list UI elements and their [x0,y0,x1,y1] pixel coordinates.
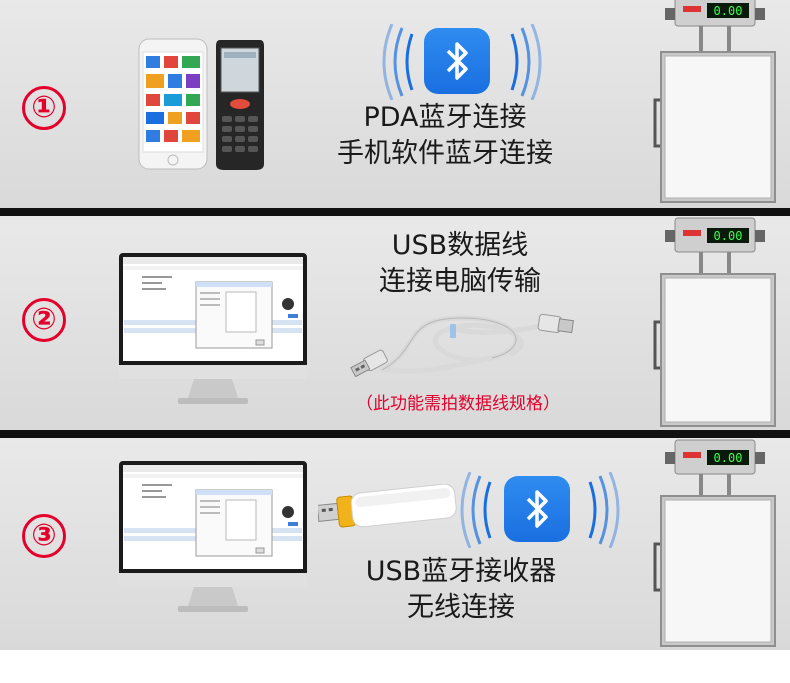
caption-line: PDA蓝牙连接 [363,102,527,133]
bluetooth-icon [424,28,490,94]
section-caption: PDA蓝牙连接 手机软件蓝牙连接 [330,100,560,172]
section-usb-cable: ② USB数据线 连接电脑传输 [0,216,790,430]
section-pda-bluetooth: ① [0,0,790,208]
usb-cable-icon [350,313,574,378]
monitor-icon [119,461,307,612]
section-usb-bluetooth-dongle: ③ [0,438,790,650]
usb-dongle-icon [318,484,457,528]
bluetooth-icon [504,476,570,542]
scale-display: 0.00 [714,4,743,18]
caption-line: USB数据线 [391,230,529,261]
scale-display: 0.00 [714,229,743,243]
caption-line: 无线连接 [407,592,515,623]
signal-waves [382,24,542,100]
caption-line: USB蓝牙接收器 [365,556,557,587]
section-divider [0,430,790,438]
platform-scale-icon: 0.00 [653,439,776,647]
section-number: ② [22,298,66,342]
section-divider [0,208,790,216]
platform-scale-icon: 0.00 [653,0,776,203]
caption-line: 连接电脑传输 [379,266,541,297]
signal-waves [460,472,620,548]
section-number: ① [22,86,66,130]
monitor-icon [119,253,307,404]
section-caption: USB蓝牙接收器 无线连接 [336,554,586,626]
platform-scale-icon: 0.00 [653,217,776,427]
scale-display: 0.00 [714,451,743,465]
section-note: （此功能需拍数据线规格） [356,394,560,414]
section-number: ③ [22,514,66,558]
caption-line: 手机软件蓝牙连接 [337,138,553,169]
pda-icon [216,40,264,170]
phone-icon [138,38,208,170]
section-caption: USB数据线 连接电脑传输 [340,228,580,300]
